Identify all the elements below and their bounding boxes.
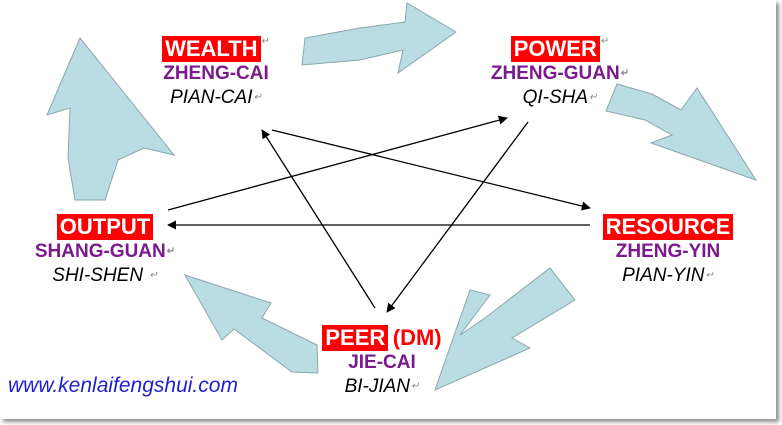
- node-power: POWER↵ ZHENG-GUAN↵ QI-SHA↵: [488, 36, 632, 110]
- node-wealth-title: WEALTH: [162, 36, 261, 62]
- paragraph-mark: ↵: [166, 246, 176, 257]
- paragraph-mark: ↵: [705, 270, 714, 281]
- cycle-arrow-resource-to-peer: [434, 267, 576, 391]
- paragraph-mark: ↵: [620, 68, 630, 79]
- cycle-arrows: [46, 2, 758, 391]
- cycle-arrow-wealth-to-power: [301, 2, 457, 75]
- paragraph-mark: ↵: [589, 92, 598, 103]
- control-arrow-output-to-power: [167, 115, 508, 211]
- node-resource-title: RESOURCE: [602, 214, 734, 240]
- node-output-title: OUTPUT: [56, 214, 154, 240]
- cycle-arrow-output-to-wealth: [46, 37, 176, 201]
- node-wealth: WEALTH↵ ZHENG-CAI PIAN-CAI↵: [150, 36, 282, 110]
- diagram-canvas: [46, 2, 758, 391]
- paragraph-mark: ↵: [253, 92, 262, 103]
- node-peer-primary: JIE-CAI: [348, 352, 416, 373]
- cycle-arrow-peer-to-output: [183, 274, 319, 374]
- paragraph-mark: ↵: [149, 270, 158, 281]
- node-output-secondary: SHI-SHEN: [52, 265, 144, 286]
- node-power-title: POWER: [510, 36, 600, 62]
- control-arrows: [167, 115, 591, 313]
- paragraph-mark: ↵: [411, 381, 420, 392]
- node-power-secondary: QI-SHA: [522, 87, 589, 108]
- node-peer: PEER (DM) JIE-CAI BI-JIAN↵: [308, 325, 456, 399]
- node-resource-primary: ZHENG-YIN: [615, 241, 721, 262]
- control-arrow-wealth-to-resource: [271, 129, 591, 211]
- node-power-primary: ZHENG-GUAN: [490, 63, 620, 84]
- node-wealth-secondary: PIAN-CAI: [170, 87, 253, 108]
- control-arrow-power-to-peer: [386, 121, 529, 313]
- node-output-primary: SHANG-GUAN: [34, 241, 166, 262]
- paragraph-mark: ↵: [600, 36, 610, 47]
- node-resource: RESOURCE ZHENG-YIN PIAN-YIN↵: [592, 214, 744, 288]
- control-arrow-peer-to-wealth: [261, 129, 376, 309]
- node-peer-title: PEER: [322, 325, 389, 351]
- node-output: OUTPUT SHANG-GUAN↵ SHI-SHEN ↵: [30, 214, 180, 288]
- website-url: www.kenlaifengshui.com: [8, 374, 238, 397]
- paragraph-mark: ↵: [261, 36, 270, 47]
- node-wealth-primary: ZHENG-CAI: [163, 63, 269, 84]
- node-peer-secondary: BI-JIAN: [344, 376, 411, 397]
- cycle-arrow-power-to-resource: [605, 83, 758, 181]
- node-resource-secondary: PIAN-YIN: [622, 265, 705, 286]
- diagram-frame: WEALTH↵ ZHENG-CAI PIAN-CAI↵ POWER↵ ZHENG…: [8, 2, 758, 399]
- node-peer-dm: (DM): [392, 325, 442, 350]
